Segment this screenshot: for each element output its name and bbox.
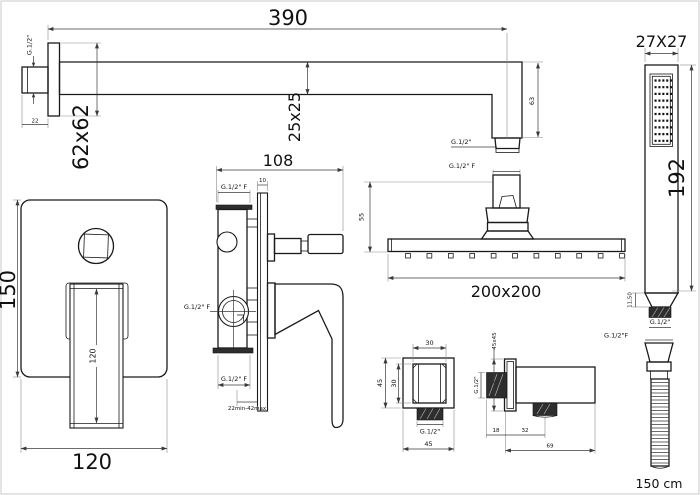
dim-valve-bottom-thread: G.1/2" F [221,375,248,383]
dim-outlet-front-bottom: 45 [424,440,432,448]
shower-arm-view: 390 G.1/2" 22 62x62 25x25 63 G.1/2" [21,6,543,170]
dim-arm-flange: 62x62 [69,104,93,170]
dim-arm-nipple: 22 [32,119,39,125]
dim-outlet-side-thread: G.1/2" [474,376,480,393]
diverter-knob-side [307,233,344,255]
hand-shower-view: 27X27 192 11,50 G.1/2" [628,32,696,328]
label-arm-outlet-thread: G.1/2" [451,138,472,146]
dim-handshower-length: 192 [665,158,689,198]
dim-plate-height: 150 [0,270,20,310]
dim-outlet-front-top: 30 [425,339,433,347]
wall-outlet-side-view: 45x45 G.1/2" 18 32 69 [474,332,596,454]
overhead-shower-view: 55 G.1/2" F 200x200 [358,162,626,301]
dim-valve-top-thread: G.1/2" F [221,183,248,191]
dim-arm-section: 25x25 [285,92,304,142]
mixer-front-view: 120 150 120 [0,199,168,474]
dim-hose-thread: G.1/2"F [604,332,629,340]
mixer-lever-side [274,283,344,429]
shower-head-slab [387,238,626,253]
dim-head-size: 200x200 [471,282,542,301]
dim-outlet-side-d1: 18 [493,428,500,434]
dim-lever-length: 120 [89,348,98,363]
dim-plate-width: 120 [72,450,112,474]
dim-outlet-front-thread: G.1/2" [420,428,441,436]
dim-arm-drop: 63 [528,97,536,105]
dim-outlet-side-plate: 45x45 [492,332,498,350]
dim-outlet-side-d2: 32 [522,428,529,434]
shower-head-nozzles [405,253,625,259]
dim-handshower-size: 27X27 [636,32,688,51]
valve-wall-plate [256,192,269,412]
dim-valve-depth-range: 22min-42max [228,406,267,412]
hose-view: G.1/2"F 150 cm [604,332,682,492]
label-hose-length: 150 cm [636,476,683,491]
dim-outlet-front-inner: 30 [390,379,398,387]
dim-valve-mid-thread: G.1/2" F [184,303,211,311]
wall-outlet-front-view: 30 45 30 G.1/2" 45 [376,339,455,452]
dim-outlet-side-total: 69 [547,444,554,450]
dim-head-thread: G.1/2" F [449,162,476,170]
mixer-side-view: 108 G.1/2" F 10 G.1/2" F G.1/2" F 22min-… [184,151,344,429]
dim-handshower-thread: G.1/2" [650,318,671,326]
dim-handshower-neck: 11,50 [628,292,634,308]
dim-arm-wall-thread: G.1/2" [26,35,34,56]
dim-head-height: 55 [358,213,366,221]
dim-valve-width: 108 [263,151,294,170]
dim-arm-length: 390 [268,6,308,30]
diverter-knob [77,227,115,265]
dim-outlet-front-left: 45 [376,379,384,387]
dim-valve-plate-thickness: 10 [259,178,266,184]
